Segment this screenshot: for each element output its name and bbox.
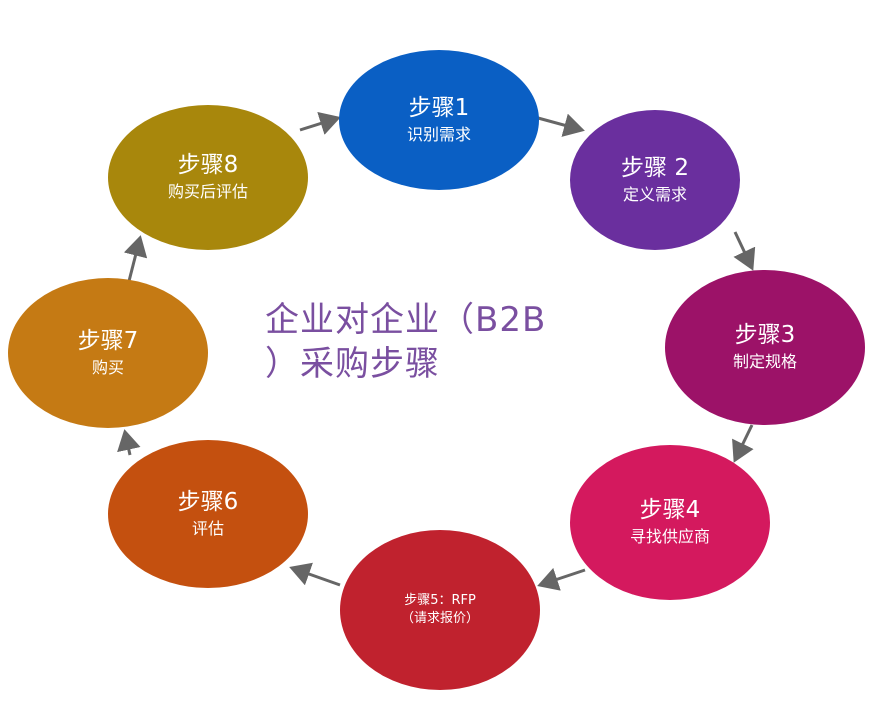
title-line-2: ）采购步骤 xyxy=(265,344,440,384)
step-1-desc: 识别需求 xyxy=(406,124,471,144)
step-7-label: 步骤7 xyxy=(77,327,139,354)
step-7-desc: 购买 xyxy=(91,357,124,377)
step-4-desc: 寻找供应商 xyxy=(629,527,710,547)
step-4-node: 步骤4 寻找供应商 xyxy=(570,445,770,600)
step-6-node: 步骤6 评估 xyxy=(108,440,308,588)
step-5-label: 步骤5：RFP xyxy=(404,592,476,608)
step-1-node: 步骤1 识别需求 xyxy=(339,50,539,190)
diagram-title: 企业对企业（B2B ）采购步骤 xyxy=(265,298,595,386)
step-1-label: 步骤1 xyxy=(408,94,470,121)
step-2-desc: 定义需求 xyxy=(622,184,687,204)
step-4-label: 步骤4 xyxy=(639,497,701,524)
step-8-desc: 购买后评估 xyxy=(167,182,248,202)
step-2-node: 步骤 2 定义需求 xyxy=(570,110,740,250)
step-6-desc: 评估 xyxy=(191,518,224,538)
step-5-desc: （请求报价） xyxy=(400,611,479,626)
title-line-1: 企业对企业（B2B xyxy=(265,300,547,340)
step-8-node: 步骤8 购买后评估 xyxy=(108,105,308,250)
step-7-node: 步骤7 购买 xyxy=(8,278,208,428)
step-5-node: 步骤5：RFP （请求报价） xyxy=(340,530,540,690)
step-3-label: 步骤3 xyxy=(734,322,796,349)
step-3-node: 步骤3 制定规格 xyxy=(665,270,865,425)
step-3-desc: 制定规格 xyxy=(732,352,797,372)
step-8-label: 步骤8 xyxy=(177,152,239,179)
step-6-label: 步骤6 xyxy=(177,488,239,515)
step-2-label: 步骤 2 xyxy=(621,154,689,181)
